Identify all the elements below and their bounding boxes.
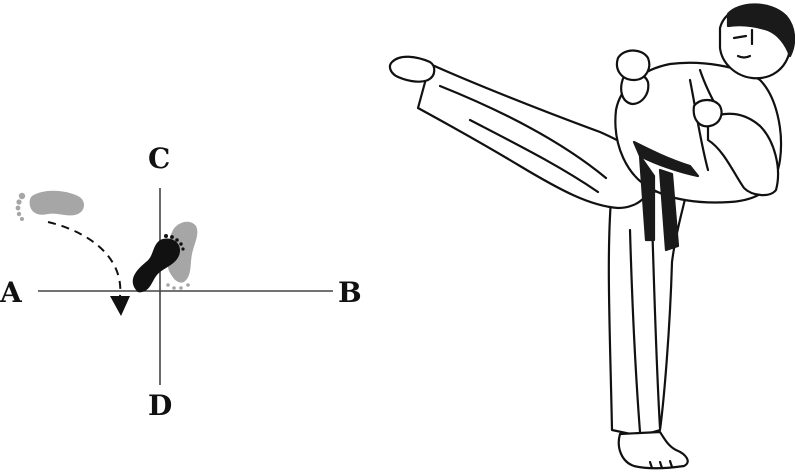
guard-arm: [706, 112, 780, 197]
kicking-foot: [388, 55, 436, 83]
footprint-start-icon: [15, 190, 84, 221]
karate-figure-icon: [388, 3, 795, 470]
label-a: A: [0, 276, 23, 309]
axes: [38, 188, 333, 385]
raised-fist: [615, 49, 651, 82]
footprint-end-black-icon: [132, 234, 185, 293]
label-c: C: [148, 142, 170, 175]
label-d: D: [148, 389, 172, 422]
footprint-end-gray-icon: [166, 221, 198, 290]
guard-fist: [692, 98, 723, 128]
movement-arrow-icon: [47, 221, 130, 316]
belt-icon: [632, 140, 700, 178]
standing-foot: [617, 430, 689, 470]
label-b: B: [338, 276, 362, 309]
hair: [726, 3, 795, 58]
